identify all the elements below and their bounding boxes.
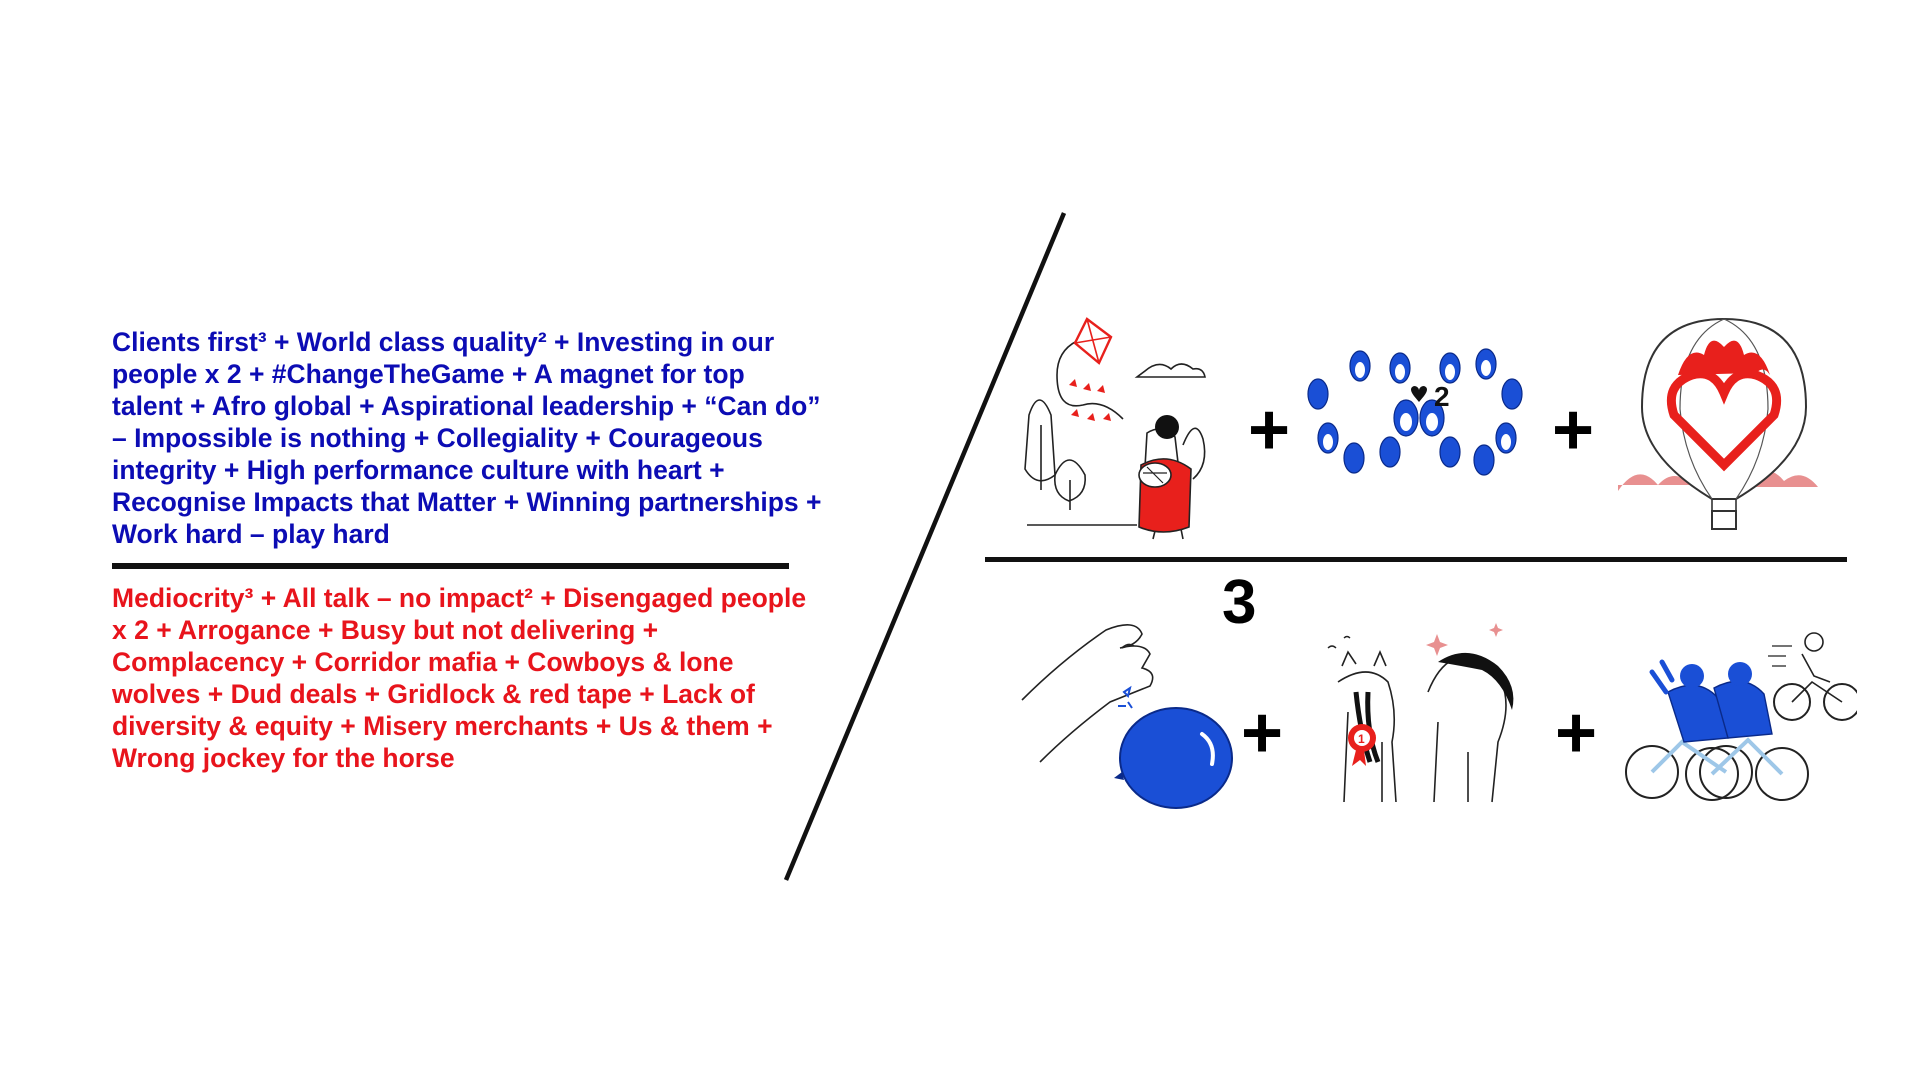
horses-icon: 1	[1308, 622, 1528, 812]
plus-sign-1: +	[1247, 390, 1291, 470]
kite-person-icon	[1015, 315, 1225, 545]
penguins-exponent: 2	[1434, 381, 1450, 412]
left-fraction-line	[112, 563, 789, 569]
heart-balloon-icon	[1618, 315, 1830, 540]
plus-sign-2: +	[1551, 390, 1595, 470]
badge-number: 1	[1358, 732, 1365, 746]
positive-values-text: Clients first³ + World class quality² + …	[112, 327, 822, 549]
fraction-exponent: 3	[1222, 568, 1257, 637]
penguins-icon: 2	[1300, 346, 1535, 501]
negative-values-text: Mediocrity³ + All talk – no impact² + Di…	[112, 583, 807, 773]
cyclists-icon	[1622, 632, 1861, 807]
plus-sign-4: +	[1554, 693, 1598, 773]
plus-sign-3: +	[1240, 693, 1284, 773]
right-fraction-line	[985, 557, 1847, 562]
popping-balloon-icon	[1018, 610, 1238, 820]
